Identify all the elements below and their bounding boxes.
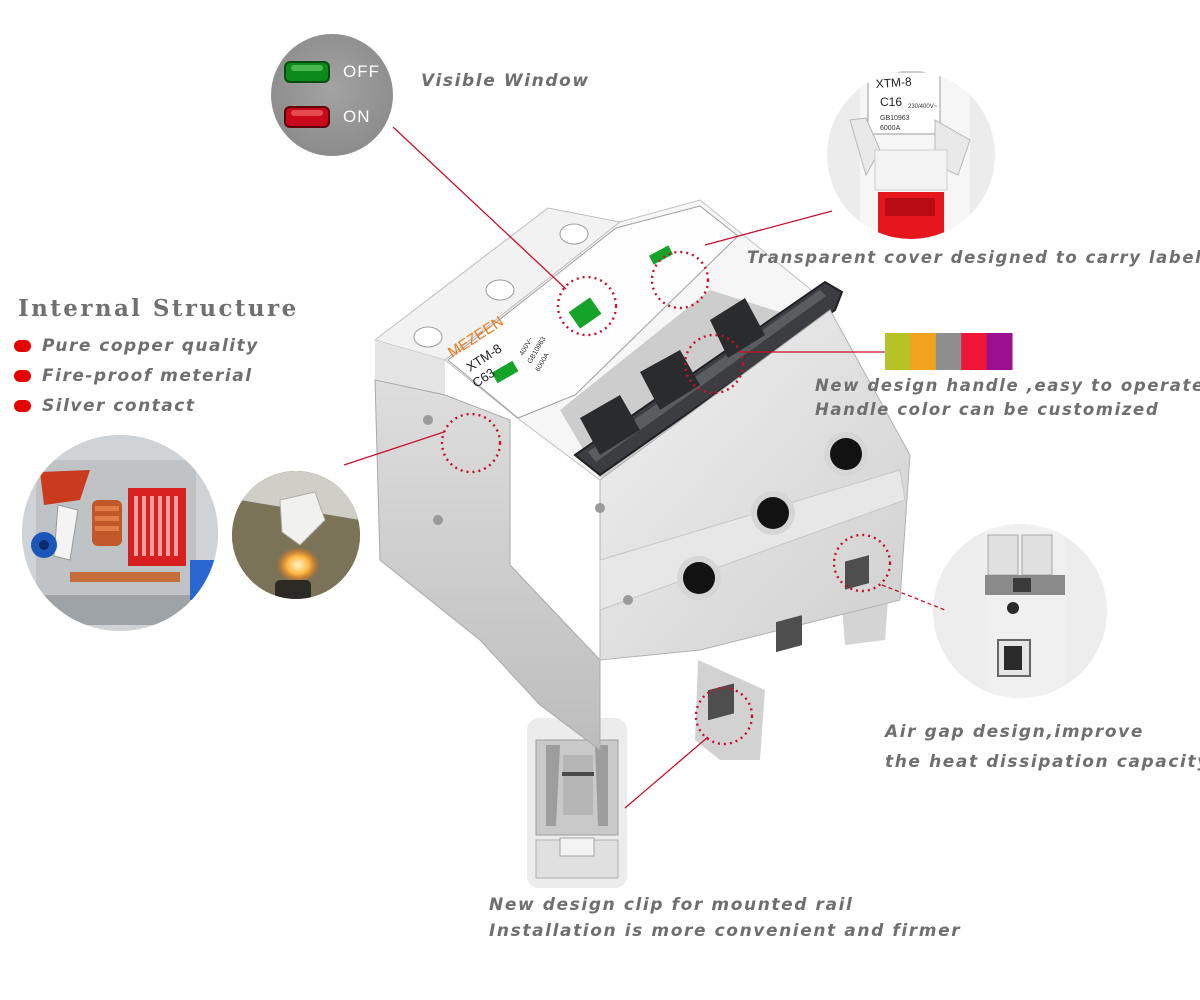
bullet-dot-icon [14,340,31,352]
caption-handle-line1: New design handle ,easy to operate [815,376,1200,395]
caption-air-gap-line1: Air gap design,improve [885,722,1144,742]
handle-color-swatch [885,333,911,370]
caption-clip-line2: Installation is more convenient and firm… [489,921,962,941]
visible-window-detail [271,34,393,156]
cover-spec-1: 230/400V~ [908,104,938,110]
highlight-clip [694,686,754,746]
list-item-label: Fire-proof meterial [42,366,253,386]
cover-rating: C16 [880,95,902,109]
highlight-circles [440,250,892,746]
din-clip-photo [527,718,627,888]
handle-color-swatch [986,333,1013,370]
caption-transparent-cover: Transparent cover designed to carry labe… [747,248,1200,267]
handle-color-swatches [885,333,1013,370]
cover-model: XTM-8 [875,74,912,90]
highlight-airgap [832,533,892,593]
cover-spec-2: GB10963 [880,115,910,122]
caption-visible-window: Visible Window [421,71,590,91]
highlight-window [556,275,618,337]
handle-color-swatch [935,333,962,370]
highlight-fireproof [440,412,502,474]
list-item-label: Pure copper quality [42,336,259,356]
caption-handle-line2: Handle color can be customized [815,400,1160,419]
circuit-breaker [373,199,911,760]
bullet-dot-icon [14,370,31,382]
caption-clip-line1: New design clip for mounted rail [489,895,854,915]
cover-detail-label: XTM-8 C16 230/400V~ GB10963 6000A [875,74,937,132]
caption-air-gap-line2: the heat dissipation capacity [885,752,1200,772]
highlight-handle [683,333,745,395]
internal-structure-photo [22,435,218,631]
handle-color-swatch [961,333,988,370]
on-label: ON [343,107,371,126]
air-gap-photo [933,524,1107,698]
leader-lines [343,126,946,809]
internal-structure-heading: Internal Structure [18,295,299,322]
cover-detail [827,71,995,239]
list-item-label: Silver contact [42,396,196,416]
cover-spec-3: 6000A [880,125,901,132]
fireproof-photo [232,471,360,599]
highlight-cover [650,250,710,310]
handle-color-swatch [910,333,937,370]
bullet-dot-icon [14,400,31,412]
off-label: OFF [343,62,380,81]
